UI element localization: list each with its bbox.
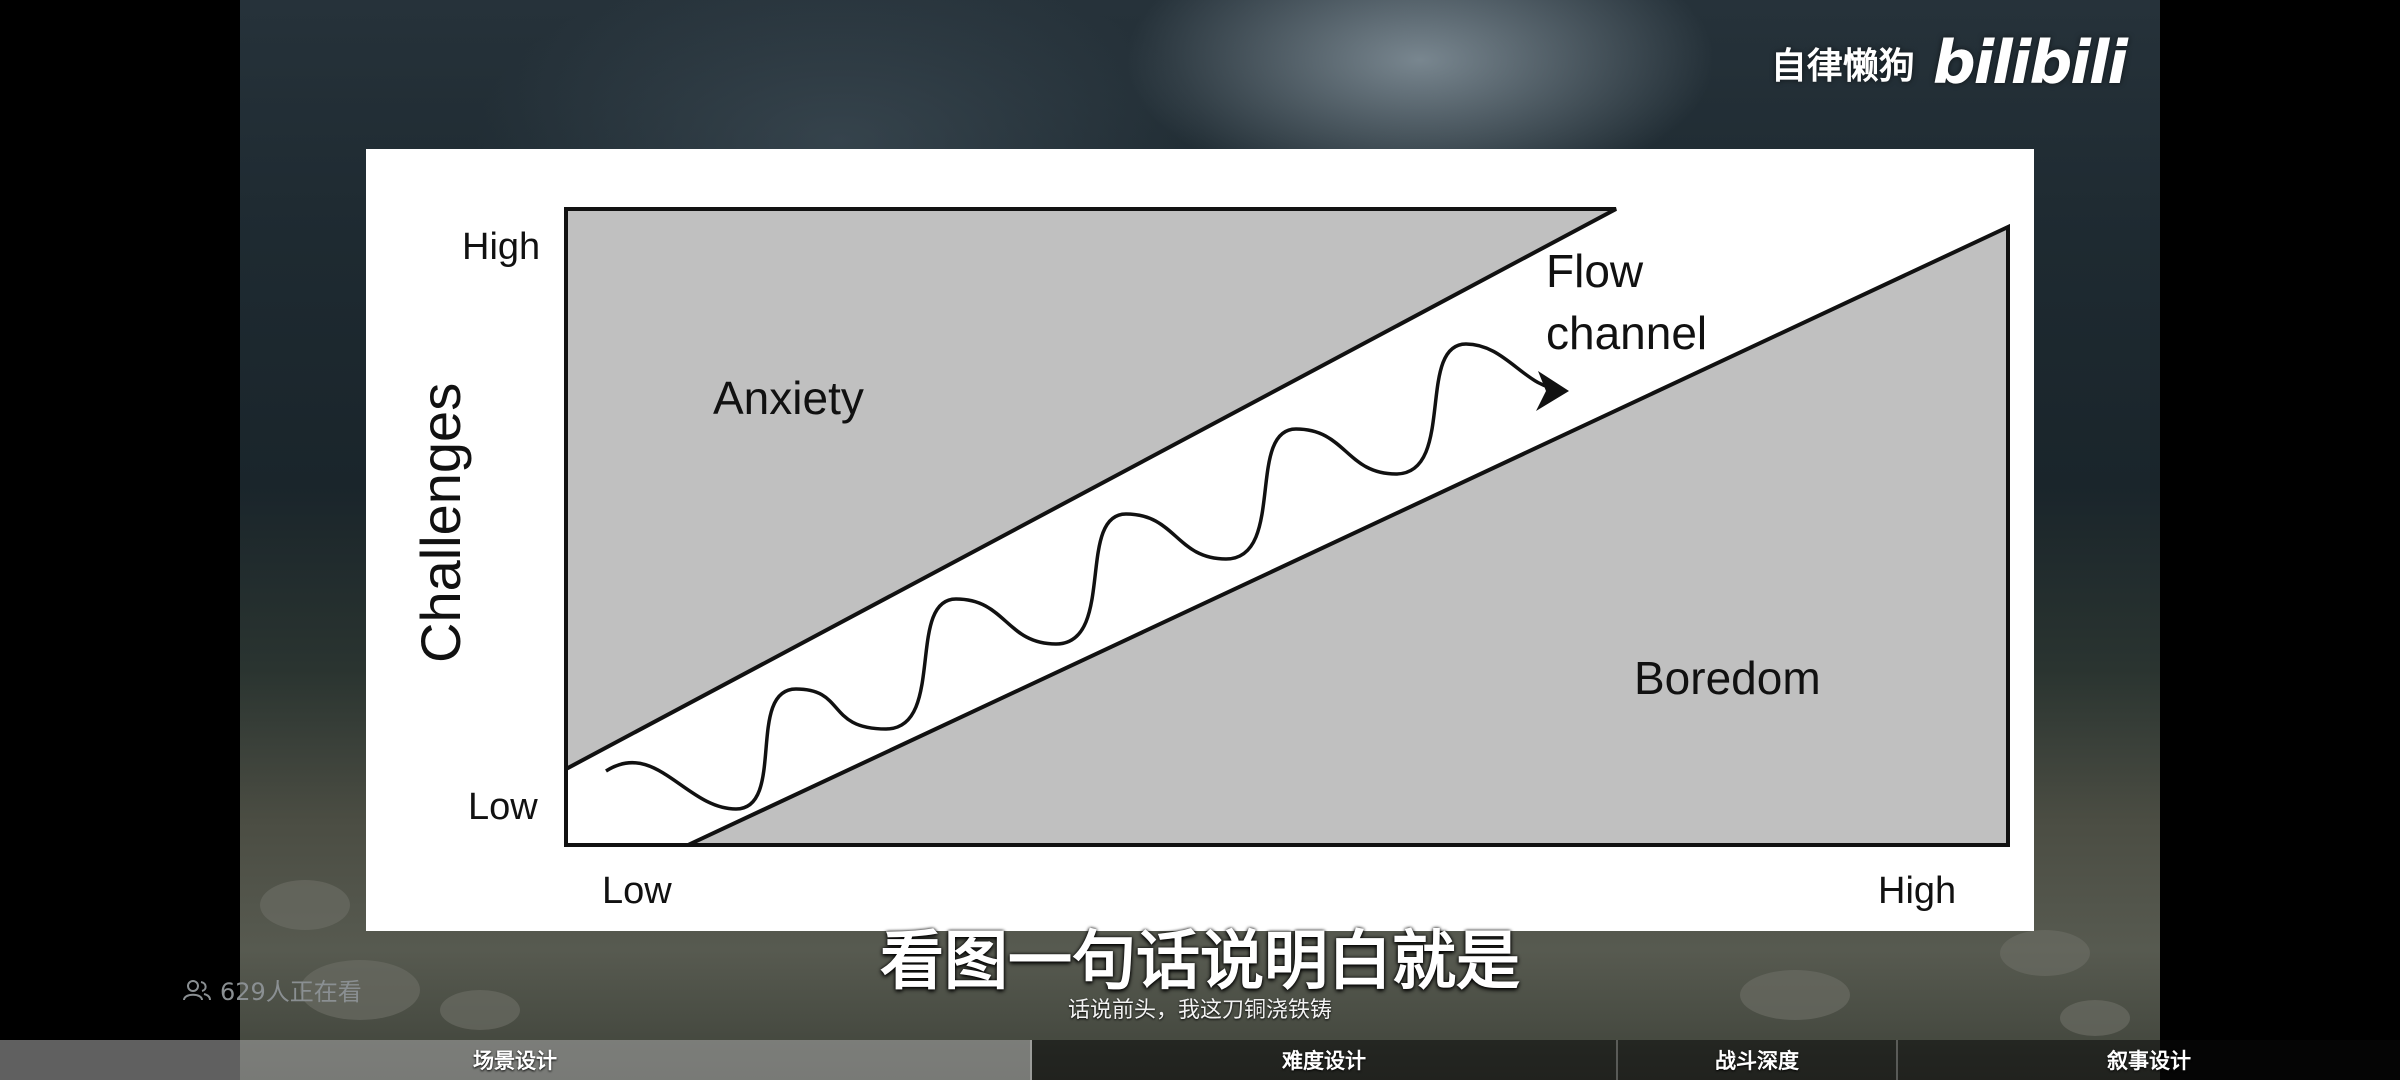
flow-diagram: High Low Low High Challenges Anxiety Bor… bbox=[409, 207, 2010, 912]
flow-diagram-slide: High Low Low High Challenges Anxiety Bor… bbox=[366, 149, 2034, 931]
background-rock bbox=[2060, 1000, 2130, 1036]
axes-frame bbox=[564, 209, 2008, 847]
chapter-segment[interactable]: 场景设计 bbox=[0, 1040, 1032, 1080]
bilibili-logo: bilibili bbox=[1932, 28, 2128, 98]
y-high-label: High bbox=[462, 226, 540, 268]
subtitle-secondary: 话说前头，我这刀铜浇铁铸 bbox=[1067, 998, 1332, 1023]
chapter-label: 难度设计 bbox=[1282, 1049, 1366, 1073]
background-rock bbox=[260, 880, 350, 930]
chapter-segment[interactable]: 战斗深度 bbox=[1618, 1040, 1898, 1080]
channel-watermark: 自律懒狗 bilibili bbox=[1770, 28, 2128, 98]
background-rock bbox=[1740, 970, 1850, 1020]
chapter-progress-bar[interactable]: 场景设计 难度设计 战斗深度 叙事设计 bbox=[0, 1040, 2400, 1080]
flow-label-line1: Flow bbox=[1546, 245, 1644, 297]
uploader-name: 自律懒狗 bbox=[1770, 46, 1915, 87]
subtitle-main: 看图一句话说明白就是 bbox=[880, 924, 1520, 999]
x-high-label: High bbox=[1878, 870, 1956, 912]
viewer-count-text: 629人正在看 bbox=[220, 978, 362, 1006]
flow-label-line2: channel bbox=[1546, 307, 1707, 359]
y-low-label: Low bbox=[468, 786, 538, 828]
chapter-label: 场景设计 bbox=[473, 1049, 557, 1073]
viewer-count: 629人正在看 bbox=[182, 972, 362, 1007]
x-low-label: Low bbox=[602, 870, 672, 912]
chapter-segment[interactable]: 难度设计 bbox=[1032, 1040, 1618, 1080]
chapter-label: 战斗深度 bbox=[1715, 1049, 1799, 1073]
background-rock bbox=[2000, 930, 2090, 976]
background-rock bbox=[440, 990, 520, 1030]
flow-wave-path bbox=[605, 342, 1562, 811]
background-rock bbox=[300, 960, 420, 1020]
chapter-label: 叙事设计 bbox=[2107, 1049, 2191, 1073]
arrow-head-icon bbox=[1536, 371, 1569, 411]
y-axis-label: Challenges bbox=[409, 383, 472, 663]
anxiety-label: Anxiety bbox=[713, 372, 864, 424]
boredom-label: Boredom bbox=[1634, 652, 1821, 704]
chapter-segment[interactable]: 叙事设计 bbox=[1898, 1040, 2400, 1080]
people-icon bbox=[183, 979, 211, 1000]
